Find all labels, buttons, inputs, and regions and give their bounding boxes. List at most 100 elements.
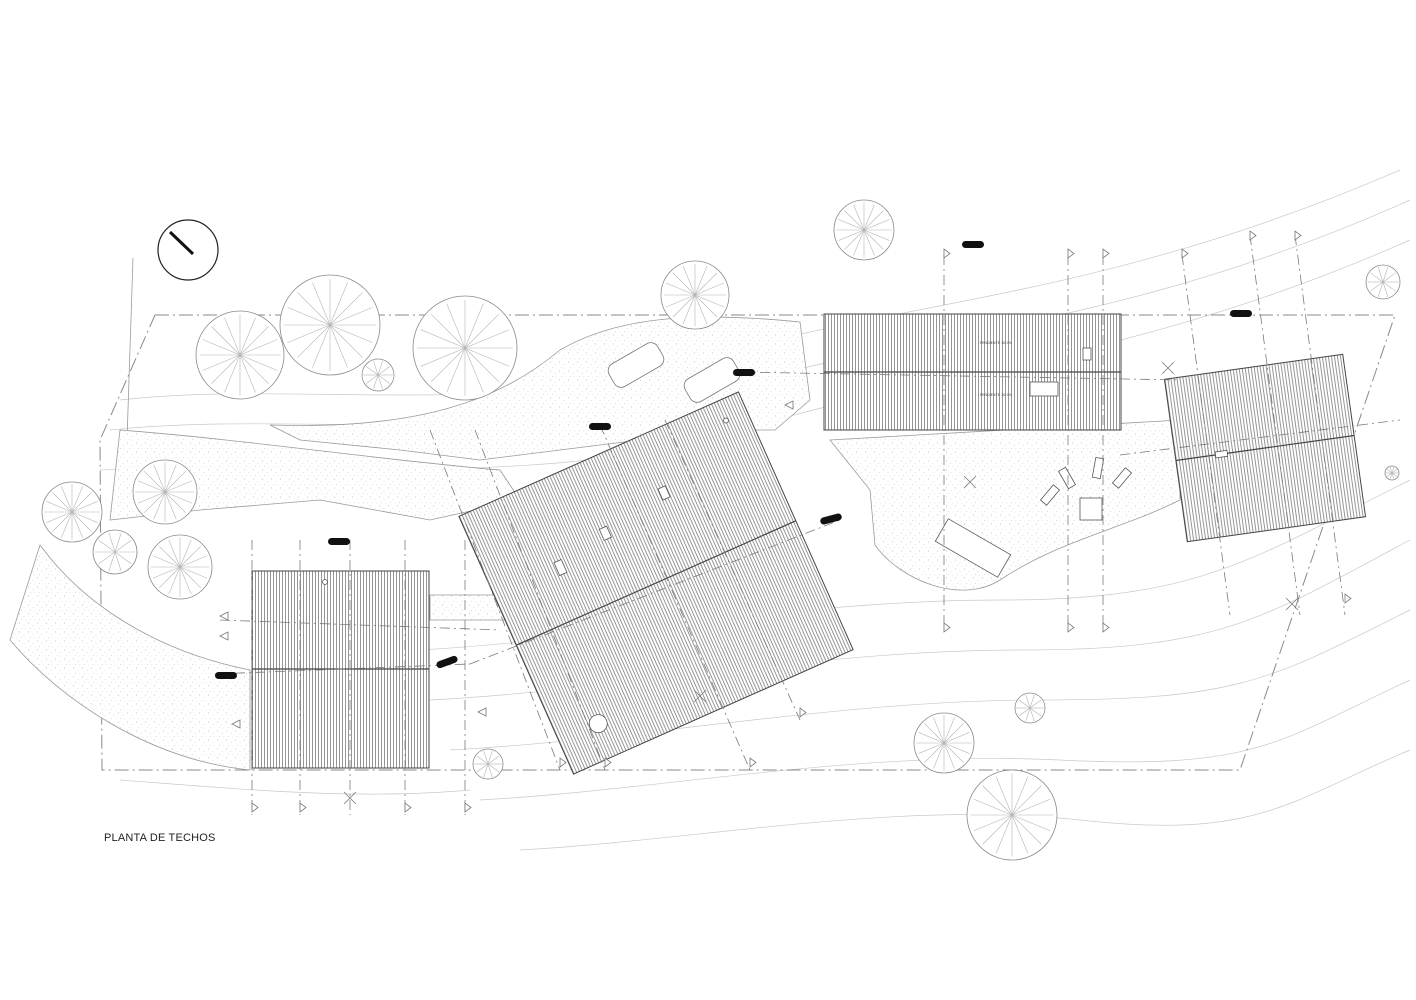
vent-icon <box>322 579 328 585</box>
section-marker-icon <box>962 241 984 248</box>
grid-axes <box>214 234 1401 815</box>
tree-spoke <box>682 294 696 325</box>
tree-spoke <box>239 354 269 384</box>
tree-spoke <box>46 501 73 513</box>
tree-spoke <box>863 229 890 241</box>
tree-spoke <box>487 755 500 765</box>
tree-spoke <box>487 750 493 765</box>
lounge-chair <box>1091 456 1105 480</box>
tree-spoke <box>1391 472 1395 480</box>
tree-spoke <box>838 229 865 241</box>
tree-spoke <box>114 551 132 565</box>
tree-spoke <box>297 324 331 358</box>
lounge-chair <box>1039 484 1061 506</box>
tree-spoke <box>420 347 466 367</box>
tree-spoke <box>71 511 92 532</box>
tree-spoke <box>164 464 177 493</box>
tree-spoke <box>239 317 256 356</box>
tree-spoke <box>179 539 192 568</box>
section-markers <box>215 241 1252 679</box>
tree-spoke <box>430 347 466 383</box>
tree-spoke <box>853 229 865 256</box>
tree-spoke <box>1029 699 1042 709</box>
tree-spoke <box>1011 785 1042 816</box>
section-marker-icon <box>733 369 755 376</box>
axis-ticks <box>219 230 1352 813</box>
tree-spoke <box>943 742 964 763</box>
tree-spoke <box>464 329 510 349</box>
tree-spoke <box>1029 707 1042 717</box>
tree-spoke <box>1011 798 1051 816</box>
tree-spoke <box>329 307 373 326</box>
tree-spoke <box>464 347 484 393</box>
tree-spoke <box>1018 707 1031 717</box>
tree-spoke <box>153 491 166 520</box>
tree-spoke <box>239 339 278 356</box>
tree-spoke <box>844 210 865 231</box>
tree-spoke <box>1025 707 1031 722</box>
tree-spokes <box>44 202 1399 857</box>
tree-spoke <box>844 229 865 250</box>
tree-spoke <box>179 545 202 568</box>
roof-center <box>458 391 854 775</box>
tree-spoke <box>98 539 116 553</box>
car-icon <box>607 342 665 388</box>
tree-spoke <box>863 219 890 231</box>
tree-spoke <box>377 374 391 384</box>
tree-spoke <box>365 374 379 384</box>
tree-spoke <box>1025 694 1031 709</box>
tree-spoke <box>694 294 725 308</box>
tree-spoke <box>1382 281 1389 297</box>
tree-spoke <box>665 294 696 308</box>
section-marker-icon <box>215 672 237 679</box>
tree-spoke <box>168 566 181 595</box>
tree-spoke <box>71 511 98 523</box>
tree-spoke <box>1011 814 1042 845</box>
tree-spoke <box>211 354 241 384</box>
walkway <box>429 594 506 621</box>
section-marker-icon <box>820 513 842 525</box>
tree-spoke <box>1382 272 1396 283</box>
fire-pit <box>1079 497 1103 521</box>
tree-spoke <box>179 566 208 579</box>
tree-spoke <box>52 492 73 513</box>
tree-spoke <box>973 798 1013 816</box>
tree-spoke <box>464 347 500 383</box>
tree-spoke <box>933 742 945 769</box>
tree-spoke <box>164 491 193 504</box>
tree-spoke <box>71 486 83 513</box>
tree-spoke <box>483 750 489 765</box>
tree-spoke <box>863 229 875 256</box>
tree-spoke <box>483 763 489 778</box>
tree-spoke <box>924 723 945 744</box>
tree-spoke <box>665 282 696 296</box>
tree-spoke <box>973 814 1013 832</box>
slope-label: PENDIENTE 10.0% <box>980 341 1013 345</box>
drawing-title: PLANTA DE TECHOS <box>104 832 216 844</box>
tree-spoke <box>287 307 331 326</box>
section-marker-icon <box>1230 310 1252 317</box>
tree-spoke <box>1389 466 1393 474</box>
tree-spoke <box>476 755 489 765</box>
tree-spoke <box>179 566 192 595</box>
parked-cars <box>607 342 741 403</box>
tree-spoke <box>694 282 725 296</box>
tree-spoke <box>943 717 955 744</box>
skylight-icon <box>1214 449 1229 459</box>
skylight-icon <box>657 485 671 501</box>
tree-spoke <box>838 219 865 231</box>
skylight-icon <box>553 558 568 577</box>
gravel-terrace <box>829 419 1181 591</box>
tree-spoke <box>71 492 92 513</box>
lounge-chair <box>1057 466 1077 490</box>
tree-spoke <box>863 229 884 250</box>
tree-spoke <box>373 374 379 390</box>
slope-label: PENDIENTE 10.0% <box>980 393 1013 397</box>
skylight-icon <box>1029 381 1059 397</box>
survey-points <box>343 361 1299 805</box>
tree-spoke <box>1386 468 1393 474</box>
tree-spoke <box>239 326 269 356</box>
tree-spoke <box>71 501 98 513</box>
property-line <box>126 257 134 441</box>
